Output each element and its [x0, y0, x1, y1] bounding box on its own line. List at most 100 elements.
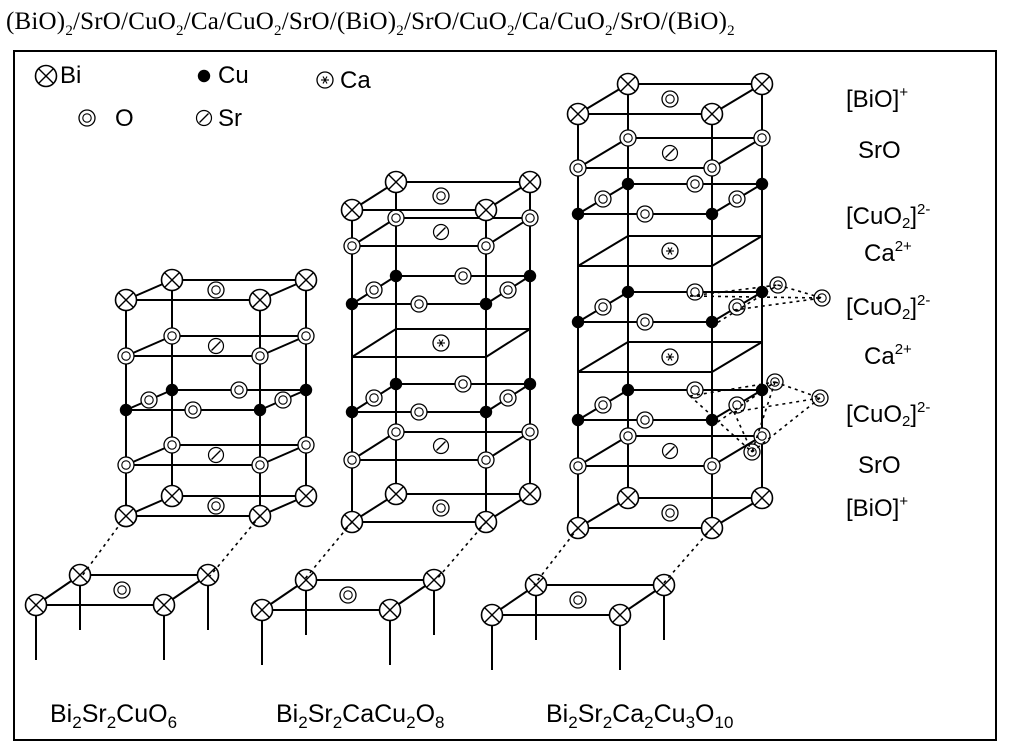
structure-bi2223-layer-8-bi	[750, 72, 774, 96]
bi-atom-cross	[528, 577, 544, 593]
link-bi2223	[661, 527, 713, 586]
base-bi2212-bi	[250, 598, 274, 622]
o-atom-inner	[436, 503, 446, 513]
structure-bi2223-layer-4-cu	[621, 285, 635, 299]
structure-bi2223-edge	[711, 341, 763, 373]
pyramid-2	[689, 381, 776, 397]
legend-label-cu: Cu	[218, 62, 249, 89]
o-atom-inner	[707, 461, 717, 471]
bi-atom-cross	[754, 76, 770, 92]
legend-glyph-o	[78, 109, 96, 127]
structure-bi2201-layer-0-bi	[160, 484, 184, 508]
bi-atom-cross	[570, 106, 586, 122]
o-atom-inner	[503, 393, 513, 403]
sr-atom-hatch	[665, 446, 675, 456]
sr-atom-hatch	[211, 341, 221, 351]
bi-atom-cross	[298, 488, 314, 504]
structure-bi2212-layer-4-o	[454, 267, 472, 285]
pyramid-2	[751, 397, 821, 453]
diagram-frame	[13, 50, 997, 741]
sr-atom-hatch	[436, 441, 446, 451]
o-atom-inner	[369, 285, 379, 295]
structure-bi2201-layer-1-sr	[207, 446, 225, 464]
pyramid-2	[733, 397, 821, 413]
o-atom-inner	[503, 285, 513, 295]
bi-atom-cross	[164, 272, 180, 288]
pyramid-1	[689, 284, 779, 297]
structure-bi2201-layer-3-o	[117, 347, 135, 365]
structure-bi2201-layer-2-o	[230, 381, 248, 399]
bi-atom-cross	[298, 272, 314, 288]
o-atom-inner	[690, 385, 700, 395]
bi-atom-cross	[620, 76, 636, 92]
cu-atom-dot	[345, 405, 359, 419]
structure-bi2223-layer-8-o	[661, 90, 679, 108]
o-atom-inner	[211, 501, 221, 511]
o-atom-inner	[121, 460, 131, 470]
structure-bi2201-layer-4-o	[207, 281, 225, 299]
cu-atom-dot	[299, 383, 313, 397]
o-atom-inner	[188, 405, 198, 415]
sr-atom-hatch	[665, 148, 675, 158]
structure-bi2223-layer-6-cu	[705, 207, 719, 221]
o-atom-inner	[458, 379, 468, 389]
structure-bi2212-layer-5-sr	[432, 223, 450, 241]
pyramid-1	[689, 295, 823, 299]
layer-label-cuo2-2: [CuO2]2-	[846, 292, 931, 323]
structure-bi2212-edge	[485, 328, 531, 358]
o-atom-inner	[481, 455, 491, 465]
base-bi2201-bi	[68, 563, 92, 587]
sr-atom-hatch	[436, 227, 446, 237]
pyramid-2	[774, 381, 821, 399]
structure-bi2223-layer-7-o	[753, 129, 771, 147]
layer-label-cuo2-1: [CuO2]2-	[846, 201, 931, 232]
structure-bi2212-layer-5-o	[387, 209, 405, 227]
cu-atom-dot	[119, 403, 133, 417]
bi-atom-cross	[72, 567, 88, 583]
base-bi2212-bi	[294, 568, 318, 592]
structure-bi2223-edge	[577, 341, 629, 373]
cu-atom-dot	[621, 383, 635, 397]
o-atom-inner	[598, 400, 608, 410]
o-atom-inner	[347, 241, 357, 251]
link-bi2223	[533, 527, 579, 586]
o-atom-inner	[414, 407, 424, 417]
legend-glyph-cu	[197, 69, 211, 83]
structure-bi2223-layer-1-o	[753, 427, 771, 445]
o-atom-inner	[458, 271, 468, 281]
structure-bi2212-edge	[351, 328, 397, 358]
structure-bi2201-layer-2-o	[184, 401, 202, 419]
structure-bi2223-edge	[577, 235, 629, 267]
cu-atom-dot	[523, 269, 537, 283]
structure-bi2201-layer-1-o	[297, 436, 315, 454]
structure-bi2223-layer-1-o	[619, 427, 637, 445]
pyramid-2	[733, 411, 753, 453]
structure-bi2223-layer-0-bi	[750, 486, 774, 510]
legend-label-ca: Ca	[340, 67, 371, 94]
structure-bi2212-layer-2-o	[410, 403, 428, 421]
cu-atom-dot	[621, 285, 635, 299]
o-atom-inner	[167, 440, 177, 450]
structure-bi2201-layer-0-bi	[294, 484, 318, 508]
sr-atom-hatch	[211, 450, 221, 460]
bi-atom-cross	[298, 572, 314, 588]
o-atom-inner	[301, 440, 311, 450]
base-bi2212-o	[339, 586, 357, 604]
structure-bi2212-layer-1-o	[521, 423, 539, 441]
legend-label-bi: Bi	[60, 62, 82, 89]
base-bi2201-bi	[24, 593, 48, 617]
o-atom-inner	[255, 460, 265, 470]
layer-label-bio-top: [BiO]+	[846, 84, 909, 113]
structure-bi2201-layer-3-o	[163, 327, 181, 345]
pyramid-2	[751, 381, 776, 399]
structure-bi2212-layer-1-o	[477, 451, 495, 469]
structure-bi2201-layer-2-cu	[253, 403, 267, 417]
structure-bi2201-layer-2-cu	[299, 383, 313, 397]
bi-atom-cross	[388, 174, 404, 190]
structure-bi2223-layer-2-o	[594, 396, 612, 414]
structure-bi2212-layer-2-cu	[479, 405, 493, 419]
structure-bi2223-layer-2-cu	[705, 413, 719, 427]
cu-atom-dot	[479, 405, 493, 419]
o-atom-inner	[255, 351, 265, 361]
bi-atom-cross	[426, 572, 442, 588]
